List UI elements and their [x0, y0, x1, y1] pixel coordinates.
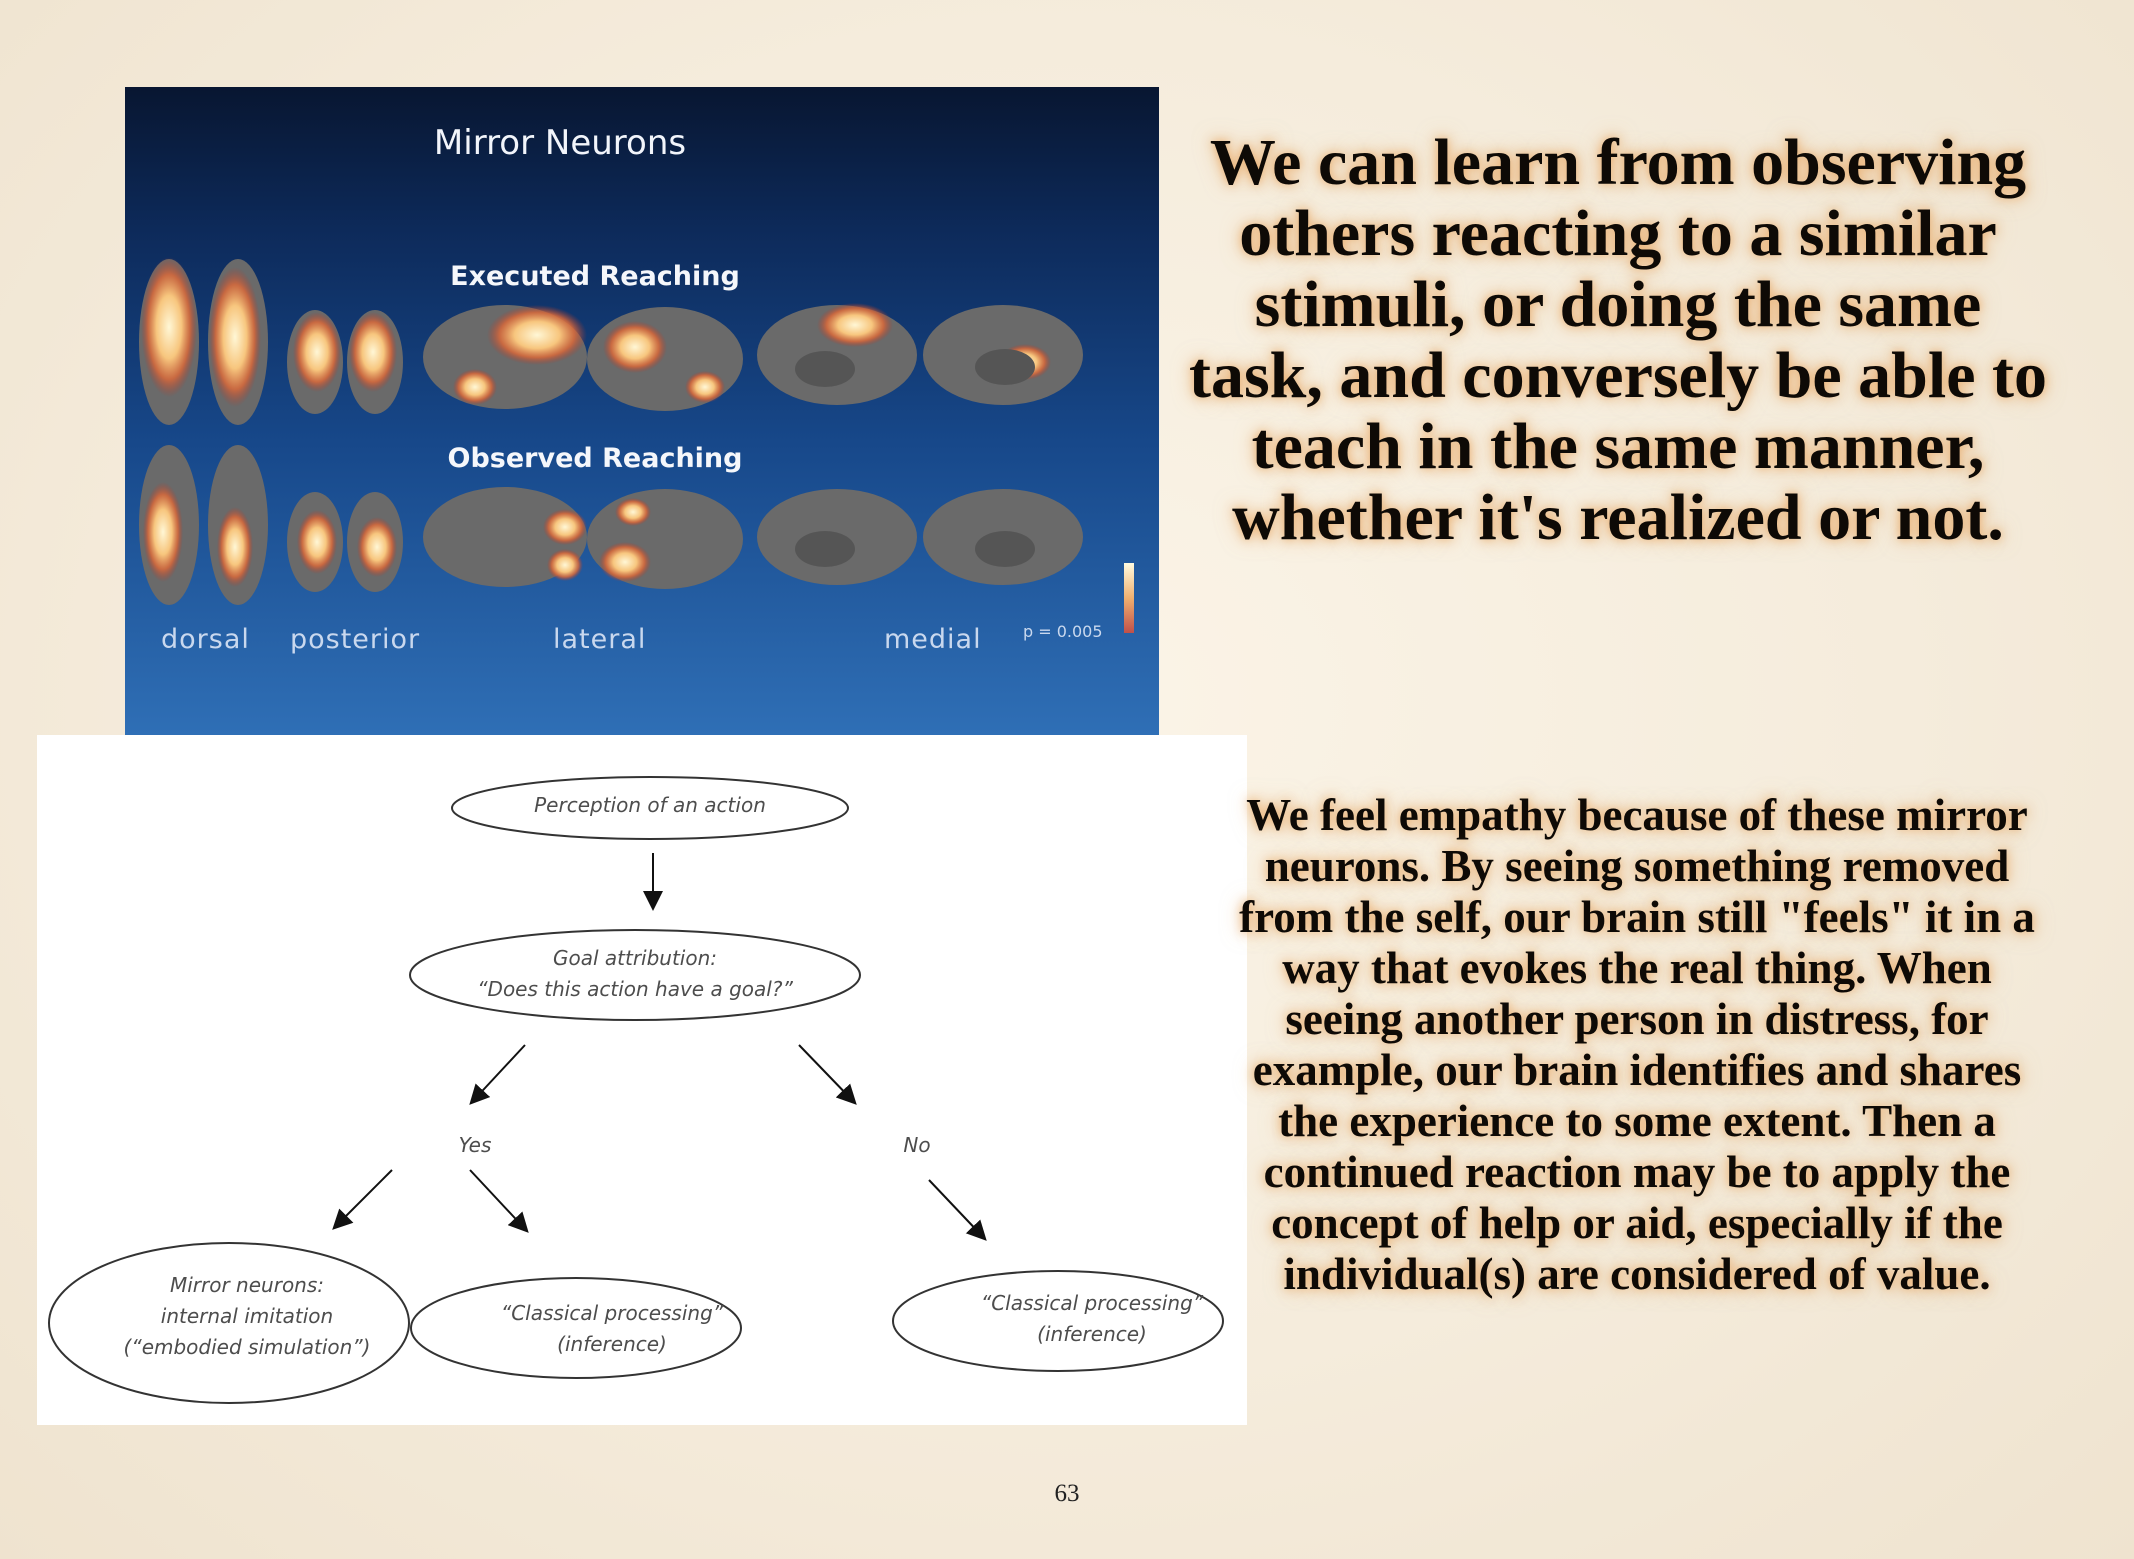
page-number: 63: [1054, 1480, 1080, 1507]
view-label-medial: medial: [884, 624, 982, 655]
classical-left-label-line1: “Classical processing”: [500, 1301, 724, 1325]
classical-left-ellipse: [410, 1277, 742, 1379]
flowchart-shapes: [48, 776, 1224, 1404]
brain-maps-illustration: [139, 257, 1134, 633]
arrow-no-to-classical: [928, 1179, 987, 1241]
p-value-label: p = 0.005: [1023, 622, 1103, 641]
no-branch-label: No: [903, 1133, 931, 1157]
arrow-goal-to-no: [798, 1044, 857, 1105]
classical-right-label-line2: (inference): [1037, 1322, 1147, 1346]
mirror-node-ellipse: [48, 1242, 410, 1404]
mirror-node-label-line2: internal imitation: [160, 1304, 334, 1328]
classical-right-ellipse: [892, 1270, 1224, 1372]
mirror-node-label-line1: Mirror neurons:: [169, 1273, 325, 1297]
mirror-neurons-figure: Mirror Neurons Executed Reaching Observe…: [125, 87, 1159, 735]
flowchart-figure: Perception of an action Goal attribution…: [37, 735, 1247, 1425]
observed-reaching-label: Observed Reaching: [447, 443, 743, 474]
mirror-node-label-line3: (“embodied simulation”): [123, 1335, 371, 1359]
executed-reaching-label: Executed Reaching: [450, 261, 740, 292]
arrow-goal-to-yes: [469, 1044, 526, 1105]
classical-right-label-line1: “Classical processing”: [980, 1291, 1204, 1315]
body-paragraph: We feel empathy because of these mirror …: [1239, 790, 2035, 1299]
view-label-posterior: posterior: [290, 624, 421, 655]
view-label-lateral: lateral: [553, 624, 647, 655]
goal-node-label-line2: “Does this action have a goal?”: [477, 977, 793, 1001]
goal-node-label-line1: Goal attribution:: [552, 946, 718, 970]
observed-row-brains: [139, 445, 1083, 605]
headline-text: We can learn from observing others react…: [1189, 126, 2047, 554]
yes-branch-label: Yes: [458, 1133, 492, 1157]
arrow-yes-to-classical: [469, 1169, 529, 1233]
arrow-yes-to-mirror: [332, 1169, 393, 1230]
colorbar: [1124, 563, 1134, 633]
classical-left-label-line2: (inference): [557, 1332, 667, 1356]
perception-node-label: Perception of an action: [534, 793, 766, 817]
executed-row-brains: [139, 257, 1083, 425]
perception-node-ellipse: [451, 776, 849, 840]
figure-title: Mirror Neurons: [433, 123, 687, 163]
goal-node-ellipse: [409, 929, 861, 1021]
view-label-dorsal: dorsal: [161, 624, 250, 655]
